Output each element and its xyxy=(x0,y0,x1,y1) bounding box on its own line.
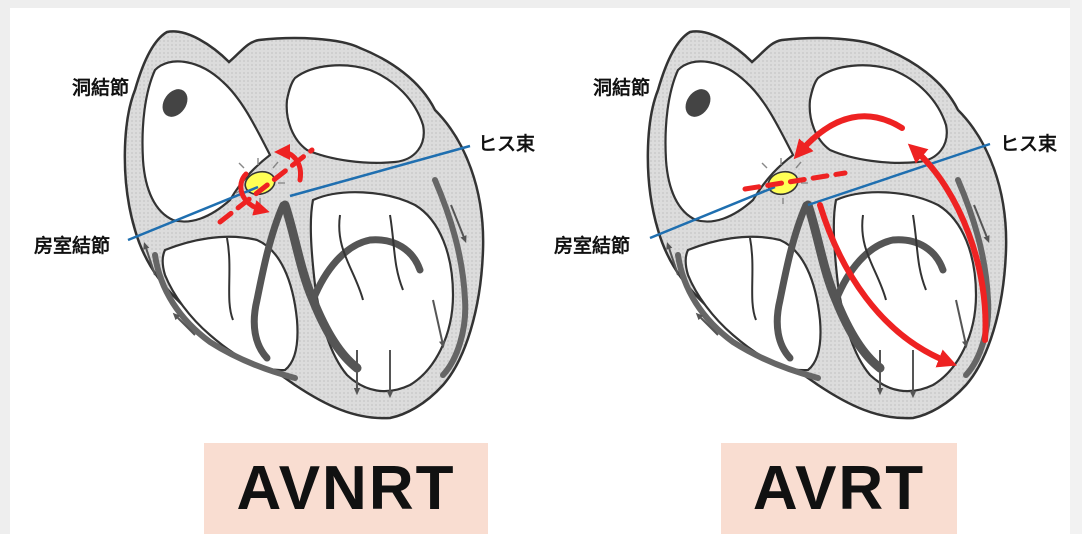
his-bundle-label-avnrt: ヒス束 xyxy=(478,129,535,156)
title-avnrt: AVNRT xyxy=(237,453,456,524)
heart-illustration-avnrt xyxy=(125,31,483,418)
title-avrt: AVRT xyxy=(753,453,925,524)
sa-node-label-avrt: 洞結節 xyxy=(593,73,650,100)
title-box-avnrt: AVNRT xyxy=(204,443,488,534)
title-box-avrt: AVRT xyxy=(721,443,957,534)
his-bundle-label-avrt: ヒス束 xyxy=(1000,129,1057,156)
av-node-label-avrt: 房室結節 xyxy=(554,231,630,258)
av-node-label-avnrt: 房室結節 xyxy=(34,231,110,258)
sa-node-label-avnrt: 洞結節 xyxy=(72,73,129,100)
